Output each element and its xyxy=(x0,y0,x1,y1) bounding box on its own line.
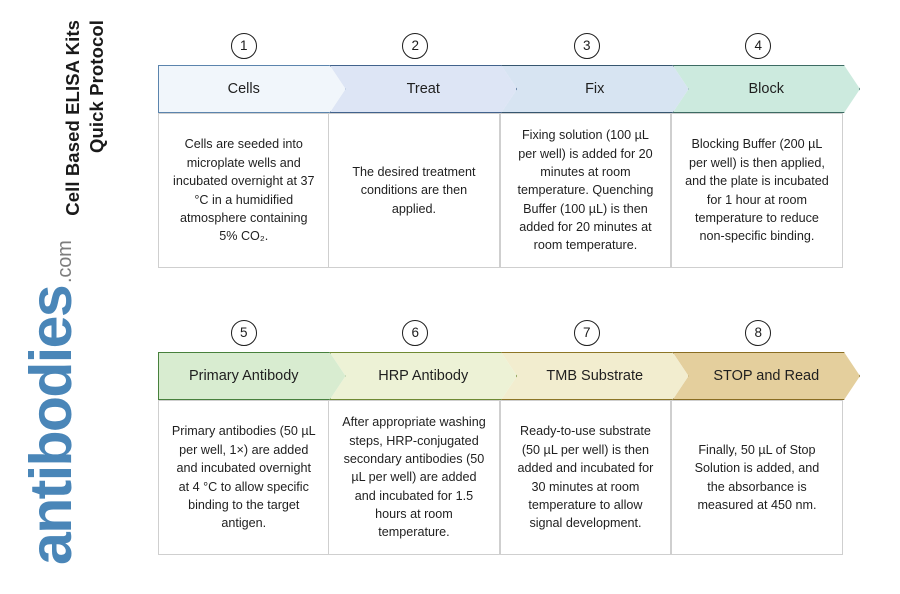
chevron-shape xyxy=(673,352,861,400)
step-number-badge: 3 xyxy=(573,33,600,59)
chevron-label: HRP Antibody xyxy=(378,368,469,384)
chevron-strip: Cells Treat Fix Block xyxy=(158,65,844,113)
chevron-shape xyxy=(330,65,518,113)
step-number-badge: 8 xyxy=(745,320,772,346)
chevron-shape xyxy=(158,352,346,400)
step-number-badge: 4 xyxy=(745,33,772,59)
step-description-cell: Cells are seeded into microplate wells a… xyxy=(158,113,330,268)
step-description-cell: Blocking Buffer (200 µL per well) is the… xyxy=(671,113,843,268)
step-description-text: Cells are seeded into microplate wells a… xyxy=(173,137,315,244)
left-rail: Cell Based ELISA Kits Quick Protocol ant… xyxy=(0,0,155,594)
process-step-chevron[interactable]: Block xyxy=(673,65,861,113)
process-step-chevron[interactable]: Primary Antibody xyxy=(158,352,346,400)
step-description-cell: Finally, 50 µL of Stop Solution is added… xyxy=(671,400,843,555)
brand-tld: .com xyxy=(54,240,76,283)
chevron-shape xyxy=(330,352,518,400)
step-number-badge: 6 xyxy=(402,320,429,346)
chevron-label: Fix xyxy=(585,81,605,97)
chevron-label: TMB Substrate xyxy=(546,368,644,384)
process-flow-row-1: 1 2 3 4 Cells Treat Fix Block Cells are seeded… xyxy=(158,33,844,268)
chevron-shape xyxy=(158,65,346,113)
process-step-chevron[interactable]: TMB Substrate xyxy=(501,352,689,400)
process-step-chevron[interactable]: Treat xyxy=(330,65,518,113)
step-number-badge: 2 xyxy=(402,33,429,59)
step-description-text: After appropriate washing steps, HRP-con… xyxy=(342,415,486,540)
chevron-label: Primary Antibody xyxy=(188,368,299,384)
brand-name: antibodies xyxy=(18,285,84,565)
step-description-cell: After appropriate washing steps, HRP-con… xyxy=(328,400,500,555)
step-number-badge: 5 xyxy=(230,320,257,346)
chevron-label: Block xyxy=(748,81,784,97)
chevron-shape xyxy=(501,65,689,113)
description-strip: Cells are seeded into microplate wells a… xyxy=(158,113,844,268)
process-step-chevron[interactable]: Fix xyxy=(501,65,689,113)
process-step-chevron[interactable]: STOP and Read xyxy=(673,352,861,400)
process-step-chevron[interactable]: HRP Antibody xyxy=(330,352,518,400)
step-description-cell: Primary antibodies (50 µL per well, 1×) … xyxy=(158,400,330,555)
step-description-text: Fixing solution (100 µL per well) is add… xyxy=(517,128,654,253)
step-badge-strip: 1 2 3 4 xyxy=(158,33,844,65)
step-badge-strip: 5 6 7 8 xyxy=(158,320,844,352)
brand-logo: antibodies .com xyxy=(18,240,142,565)
step-description-cell: Ready-to-use substrate (50 µL per well) … xyxy=(499,400,672,555)
chevron-strip: Primary Antibody HRP Antibody TMB Substrat… xyxy=(158,352,844,400)
step-description-cell: The desired treatment conditions are the… xyxy=(328,113,500,268)
chevron-label: STOP and Read xyxy=(713,368,820,384)
process-flow-row-2: 5 6 7 8 Primary Antibody HRP Antibody TMB Sub… xyxy=(158,320,844,555)
step-description-text: Finally, 50 µL of Stop Solution is added… xyxy=(694,442,820,512)
process-step-chevron[interactable]: Cells xyxy=(158,65,346,113)
step-number-badge: 1 xyxy=(230,33,257,59)
chevron-label: Cells xyxy=(227,81,260,97)
step-description-text: Blocking Buffer (200 µL per well) is the… xyxy=(685,137,829,244)
step-description-text: The desired treatment conditions are the… xyxy=(352,164,476,216)
step-description-cell: Fixing solution (100 µL per well) is add… xyxy=(499,113,672,268)
step-number-badge: 7 xyxy=(573,320,600,346)
chevron-shape xyxy=(673,65,861,113)
step-description-text: Ready-to-use substrate (50 µL per well) … xyxy=(517,424,654,531)
step-description-text: Primary antibodies (50 µL per well, 1×) … xyxy=(171,424,316,531)
chevron-label: Treat xyxy=(406,81,440,97)
description-strip: Primary antibodies (50 µL per well, 1×) … xyxy=(158,400,844,555)
